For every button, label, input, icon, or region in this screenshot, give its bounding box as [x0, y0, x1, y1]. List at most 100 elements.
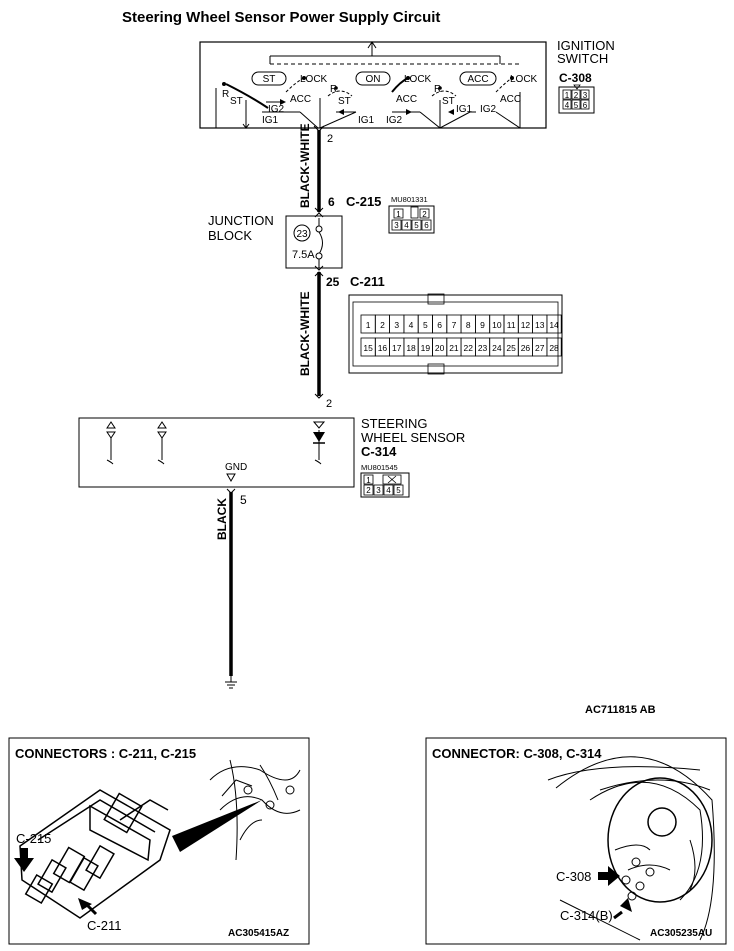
svg-text:MU801545: MU801545 — [361, 463, 398, 472]
svg-text:IG1: IG1 — [456, 104, 473, 115]
junction-block: 6 C-215 MU801331 1 2 3 4 5 6 JUNCTION BL… — [208, 194, 435, 289]
svg-text:1: 1 — [366, 476, 371, 485]
c211-pin-label: 10 — [492, 320, 502, 330]
ignition-switch: ST ON ACC LOCK LOCK LOCK R ST ACC IG2 IG… — [199, 38, 615, 129]
svg-text:ST: ST — [263, 74, 276, 85]
svg-text:JUNCTION: JUNCTION — [208, 213, 274, 228]
svg-text:4: 4 — [565, 101, 570, 110]
c211-pin-label: 2 — [380, 320, 385, 330]
connector-c215-face: 1 2 3 4 5 6 — [388, 205, 435, 234]
svg-text:AC305235AU: AC305235AU — [650, 928, 712, 939]
svg-text:R: R — [434, 84, 441, 95]
c211-pin-label: 19 — [421, 343, 431, 353]
steering-wheel-sensor-box — [78, 417, 355, 488]
c211-pin-label: 6 — [437, 320, 442, 330]
fuse-rating: 7.5A — [292, 249, 315, 261]
svg-text:C-215: C-215 — [16, 831, 51, 846]
c211-pin-label: 7 — [452, 320, 457, 330]
connector-location-panel-right: CONNECTOR: C-308, C-314 C-308 C-314(B) A… — [425, 737, 727, 945]
svg-text:3: 3 — [376, 486, 381, 495]
svg-text:GND: GND — [225, 462, 247, 473]
svg-text:4: 4 — [404, 221, 409, 230]
c211-pin-label: 3 — [394, 320, 399, 330]
c211-pin-label: 8 — [466, 320, 471, 330]
svg-text:LOCK: LOCK — [510, 74, 538, 85]
c211-pin-label: 5 — [423, 320, 428, 330]
diagram-code: AC711815 AB — [585, 704, 656, 716]
connector-c314-face: 1 2 3 4 5 — [360, 472, 410, 498]
svg-text:C-308: C-308 — [556, 869, 591, 884]
ground-symbol — [225, 676, 237, 689]
c211-pin-label: 25 — [506, 343, 516, 353]
svg-text:ACC: ACC — [290, 94, 311, 105]
svg-text:3: 3 — [394, 221, 399, 230]
svg-text:ST: ST — [338, 96, 351, 107]
fuse-23-marker — [293, 224, 311, 242]
svg-text:1: 1 — [565, 91, 570, 100]
c211-pin-label: 11 — [507, 320, 516, 330]
c211-pin-label: 4 — [409, 320, 414, 330]
diagram-title: Steering Wheel Sensor Power Supply Circu… — [122, 9, 440, 26]
junction-block-box — [285, 215, 343, 269]
svg-text:ACC: ACC — [500, 94, 521, 105]
c211-pin-label: 21 — [449, 343, 459, 353]
svg-text:IG1: IG1 — [358, 115, 375, 126]
connector-location-panel-left: CONNECTORS : C-211, C-215 — [8, 737, 310, 945]
connector-c211-label: C-211 — [350, 274, 385, 289]
connector-c308-face: 1 2 3 4 5 6 — [558, 84, 595, 114]
c211-pin-label: 20 — [435, 343, 445, 353]
svg-text:2: 2 — [327, 133, 333, 145]
svg-text:R: R — [330, 84, 337, 95]
c211-pin-cell — [546, 337, 562, 357]
svg-text:C-211: C-211 — [87, 918, 121, 933]
svg-text:23: 23 — [296, 229, 308, 240]
c211-pin-label: 18 — [406, 343, 416, 353]
svg-text:IG2: IG2 — [480, 104, 497, 115]
c211-pin-label: 12 — [521, 320, 531, 330]
svg-text:BLACK-WHITE: BLACK-WHITE — [298, 123, 312, 208]
svg-text:IG1: IG1 — [262, 115, 279, 126]
svg-text:CONNECTOR: C-308, C-314: CONNECTOR: C-308, C-314 — [432, 746, 602, 761]
svg-text:BLACK: BLACK — [215, 498, 229, 540]
svg-text:6: 6 — [424, 221, 429, 230]
svg-text:25: 25 — [326, 275, 340, 289]
svg-text:4: 4 — [386, 486, 391, 495]
svg-text:BLACK-WHITE: BLACK-WHITE — [298, 291, 312, 376]
svg-text:6: 6 — [328, 195, 335, 209]
svg-text:5: 5 — [396, 486, 401, 495]
c211-pin-label: 17 — [392, 343, 402, 353]
svg-text:ST: ST — [230, 96, 243, 107]
svg-text:IG2: IG2 — [268, 104, 285, 115]
steering-wheel-sensor: STEERING WHEEL SENSOR C-314 MU801545 1 2… — [78, 416, 465, 498]
svg-text:5: 5 — [240, 493, 247, 507]
c211-pin-label: 22 — [464, 343, 474, 353]
svg-text:IG2: IG2 — [386, 115, 403, 126]
svg-text:5: 5 — [414, 221, 419, 230]
svg-text:C-314(B): C-314(B) — [560, 908, 613, 923]
c211-pin-label: 13 — [535, 320, 545, 330]
svg-text:ACC: ACC — [467, 74, 488, 85]
svg-text:ACC: ACC — [396, 94, 417, 105]
ignition-switch-label: IGNITION — [557, 38, 615, 53]
svg-text:3: 3 — [583, 91, 588, 100]
svg-text:ON: ON — [366, 74, 381, 85]
connector-c215-label: C-215 — [346, 194, 381, 209]
svg-text:SWITCH: SWITCH — [557, 51, 608, 66]
svg-text:2: 2 — [326, 398, 332, 410]
c211-pin-cell — [546, 314, 562, 334]
c211-pin-label: 26 — [521, 343, 531, 353]
position-st — [251, 71, 287, 86]
svg-text:ST: ST — [442, 96, 455, 107]
c211-pin-label: 28 — [549, 343, 559, 353]
ignition-switch-box — [199, 41, 547, 129]
svg-text:2: 2 — [422, 210, 427, 219]
svg-text:AC305415AZ: AC305415AZ — [228, 928, 289, 939]
position-on — [355, 71, 391, 86]
connector-c308-label: C-308 — [559, 71, 592, 85]
svg-text:WHEEL SENSOR: WHEEL SENSOR — [361, 430, 465, 445]
c211-pin-label: 23 — [478, 343, 488, 353]
svg-text:5: 5 — [574, 101, 579, 110]
svg-text:CONNECTORS : C-211, C-215: CONNECTORS : C-211, C-215 — [15, 746, 196, 761]
